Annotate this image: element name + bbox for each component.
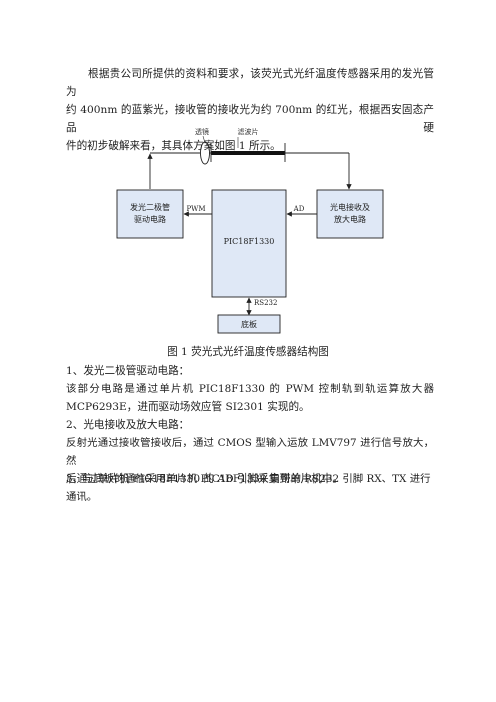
section-2-title: 2、光电接收及放大电路： xyxy=(66,419,190,431)
led-driver-text-1: 发光二极管 xyxy=(130,202,170,212)
section-1-body: 该部分电路是通过单片机 PIC18F1330 的 PWM 控制轨到轨运算放大器 … xyxy=(66,380,434,416)
mcu-label: PIC18F1330 xyxy=(224,237,275,246)
pwm-label: PWM xyxy=(186,205,205,213)
intro-line-3: 件的初步破解来看，其具体方案如图 1 所示。 xyxy=(66,140,281,152)
led-driver-box xyxy=(116,189,184,239)
intro-line-1: 根据贵公司所提供的资料和要求，该荧光式光纤温度传感器采用的发光管为 xyxy=(66,68,434,98)
intro-paragraph: 根据贵公司所提供的资料和要求，该荧光式光纤温度传感器采用的发光管为 约 400n… xyxy=(66,65,434,155)
section-2-body: 反射光通过接收管接收后，通过 CMOS 型输入运放 LMV797 进行信号放大，… xyxy=(66,434,434,488)
filter-bar xyxy=(211,151,285,155)
baseboard-label: 底板 xyxy=(241,319,257,329)
structure-diagram: 透镜 滤波片 发光二极管 驱动电路 光电接收及 放大电路 PIC18F1330 … xyxy=(116,127,384,334)
section-3-title: 3、与底板的通信采用单片机 PIC18F1330 自带的 RS232 引脚 RX… xyxy=(66,473,431,503)
ad-label: AD xyxy=(293,205,305,213)
baseboard-box xyxy=(217,314,281,334)
section-2-line-1: 反射光通过接收管接收后，通过 CMOS 型输入运放 LMV797 进行信号放大，… xyxy=(66,437,434,467)
intro-line-2: 约 400nm 的蓝紫光，接收管的接收光为约 700nm 的红光，根据西安固态产… xyxy=(66,104,434,134)
lens-shape xyxy=(200,141,210,165)
led-driver-text-2: 驱动电路 xyxy=(134,214,166,224)
receiver-text-1: 光电接收及 xyxy=(330,202,370,212)
section-1-line-2: MCP6293E，进而驱动场效应管 SI2301 实现的。 xyxy=(66,401,310,413)
mcu-box xyxy=(211,189,287,298)
section-1-title: 1、发光二极管驱动电路： xyxy=(66,365,190,377)
section-1-line-1: 该部分电路是通过单片机 PIC18F1330 的 PWM 控制轨到轨运算放大器 xyxy=(66,383,434,395)
receiver-box xyxy=(316,189,384,239)
filter-label: 滤波片 xyxy=(238,127,259,136)
section-2-line-2: 后通过单片机 PIC18F1330 的 AD 引脚采集到单片机中。 xyxy=(66,473,343,485)
receiver-text-2: 放大电路 xyxy=(334,214,366,224)
rs232-label: RS232 xyxy=(254,299,277,307)
lens-label: 透镜 xyxy=(195,127,209,136)
figure-caption: 图 1 荧光式光纤温度传感器结构图 xyxy=(167,346,329,358)
